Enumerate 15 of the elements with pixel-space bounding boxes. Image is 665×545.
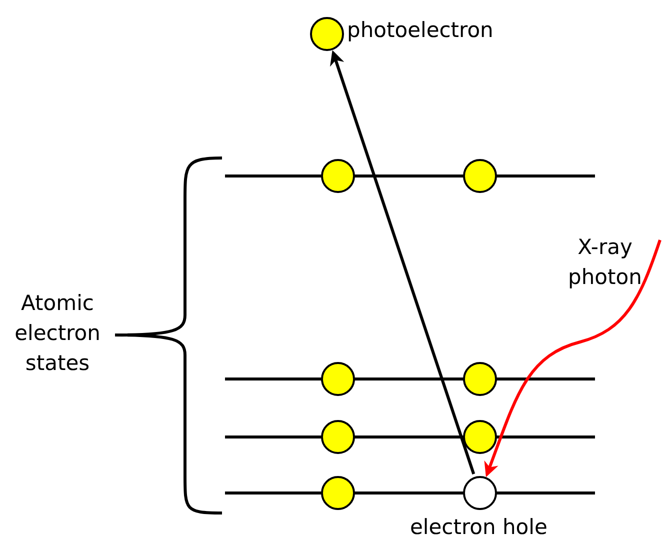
electron-circle	[321, 362, 355, 396]
electron-hole-label: electron hole	[410, 515, 548, 539]
electron-hole-circle	[463, 476, 497, 510]
arrow	[484, 240, 662, 478]
electron-circle	[463, 420, 497, 454]
xray-photon-label: X-ray photon	[567, 234, 643, 291]
electron-circle	[463, 159, 497, 193]
atomic-states-label: Atomic electron states	[14, 290, 102, 377]
photoelectron-label: photoelectron	[347, 18, 494, 42]
photoelectron-circle	[310, 17, 344, 51]
electron-circle	[321, 159, 355, 193]
arrow	[330, 50, 476, 474]
electron-circle	[463, 362, 497, 396]
electron-circle	[321, 420, 355, 454]
electron-circle	[321, 476, 355, 510]
